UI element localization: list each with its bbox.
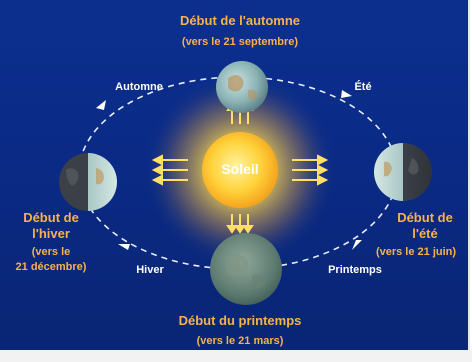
earth-spring: [210, 233, 282, 305]
summer-title-line1: Début de: [397, 210, 453, 225]
sun-rays-down: [226, 214, 254, 234]
sun: [202, 132, 278, 208]
autumn-date: (vers le 21 septembre): [181, 36, 299, 48]
orbit-arrow-top-right: [341, 90, 352, 98]
orbit-label-automne: Automne: [115, 81, 163, 93]
earth-summer: [374, 143, 432, 201]
winter-title-line2: l'hiver: [32, 226, 70, 241]
page-margin: [0, 350, 472, 362]
orbit-label-printemps: Printemps: [328, 264, 382, 276]
summer-date: (vers le 21 juin): [375, 246, 457, 258]
winter-date-line2: 21 décembre): [15, 261, 87, 273]
earth-winter: [59, 153, 117, 211]
seasons-diagram: [59, 61, 432, 305]
earth-autumn: [216, 61, 268, 113]
spring-date: (vers le 21 mars): [196, 335, 284, 347]
winter-date-line1: (vers le: [31, 246, 71, 258]
orbit-label-ete: Été: [354, 81, 372, 93]
orbit-arrow-bottom-right: [352, 240, 362, 250]
spring-title: Début du printemps: [178, 313, 302, 328]
orbit-arrow-top-left: [96, 100, 106, 110]
sun-rays-left: [151, 154, 188, 186]
orbit-arrow-bottom-left: [118, 244, 130, 250]
autumn-title: Début de l'automne: [179, 13, 301, 28]
orbit-label-hiver: Hiver: [136, 264, 164, 276]
sun-rays-right: [292, 154, 329, 186]
winter-title-line1: Début de: [23, 210, 79, 225]
sun-label: Soleil: [221, 161, 259, 177]
summer-title-line2: l'été: [412, 226, 438, 241]
